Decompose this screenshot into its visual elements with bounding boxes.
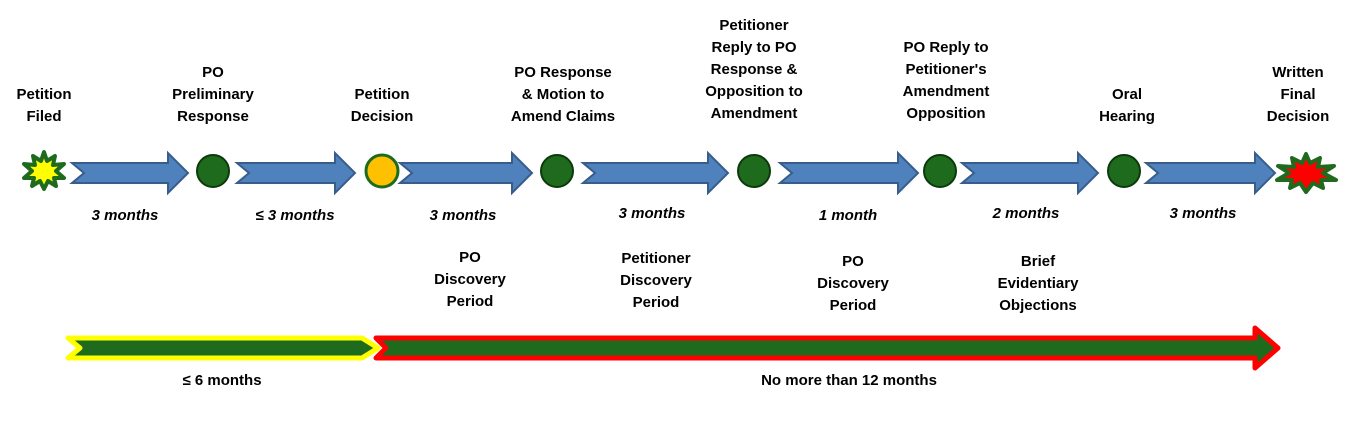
milestone-label-po-response: PO Response & Motion to Amend Claims	[510, 64, 616, 125]
milestone-label-petitioner-reply: Petitioner Reply to PO Response & Opposi…	[705, 17, 803, 122]
duration-7: 3 months	[1169, 205, 1237, 222]
milestone-label-po-reply: PO Reply to Petitioner's Amendment Oppos…	[902, 39, 990, 122]
node-petition-decision	[364, 153, 400, 189]
period-brief-evidentiary-objections: Brief Evidentiary Objections	[997, 253, 1079, 314]
arrow-1	[69, 150, 190, 196]
duration-5: 1 month	[818, 207, 878, 224]
node-po-reply	[923, 154, 957, 188]
node-po-preliminary-response	[196, 154, 230, 188]
phase-arrow-first	[65, 335, 381, 361]
arrow-3	[397, 150, 534, 196]
phase-label-second: No more than 12 months	[761, 372, 937, 389]
petition-filed-burst-icon	[22, 150, 66, 191]
phase-arrow-second	[373, 325, 1281, 371]
duration-4: 3 months	[618, 205, 686, 222]
duration-2: ≤ 3 months	[255, 207, 335, 224]
period-po-discovery-1: PO Discovery Period	[434, 249, 506, 310]
node-petitioner-reply	[737, 154, 771, 188]
period-petitioner-discovery: Petitioner Discovery Period	[620, 250, 692, 311]
arrow-6	[959, 150, 1100, 196]
duration-6: 2 months	[992, 205, 1060, 222]
milestone-label-petition-decision: Petition Decision	[350, 86, 414, 125]
milestone-label-po-preliminary-response: PO Preliminary Response	[172, 64, 254, 125]
node-oral-hearing	[1107, 154, 1141, 188]
phase-label-first: ≤ 6 months	[182, 372, 262, 389]
final-decision-burst-icon	[1275, 152, 1338, 194]
arrow-5	[777, 150, 920, 196]
arrow-7	[1143, 150, 1277, 196]
node-po-response	[540, 154, 574, 188]
arrow-4	[580, 150, 730, 196]
milestone-label-petition-filed: Petition Filed	[16, 86, 72, 125]
arrow-2	[234, 150, 357, 196]
period-po-discovery-2: PO Discovery Period	[817, 253, 889, 314]
milestone-label-written-final-decision: Written Final Decision	[1266, 64, 1330, 125]
duration-1: 3 months	[91, 207, 159, 224]
duration-3: 3 months	[429, 207, 497, 224]
milestone-label-oral-hearing: Oral Hearing	[1099, 86, 1155, 125]
